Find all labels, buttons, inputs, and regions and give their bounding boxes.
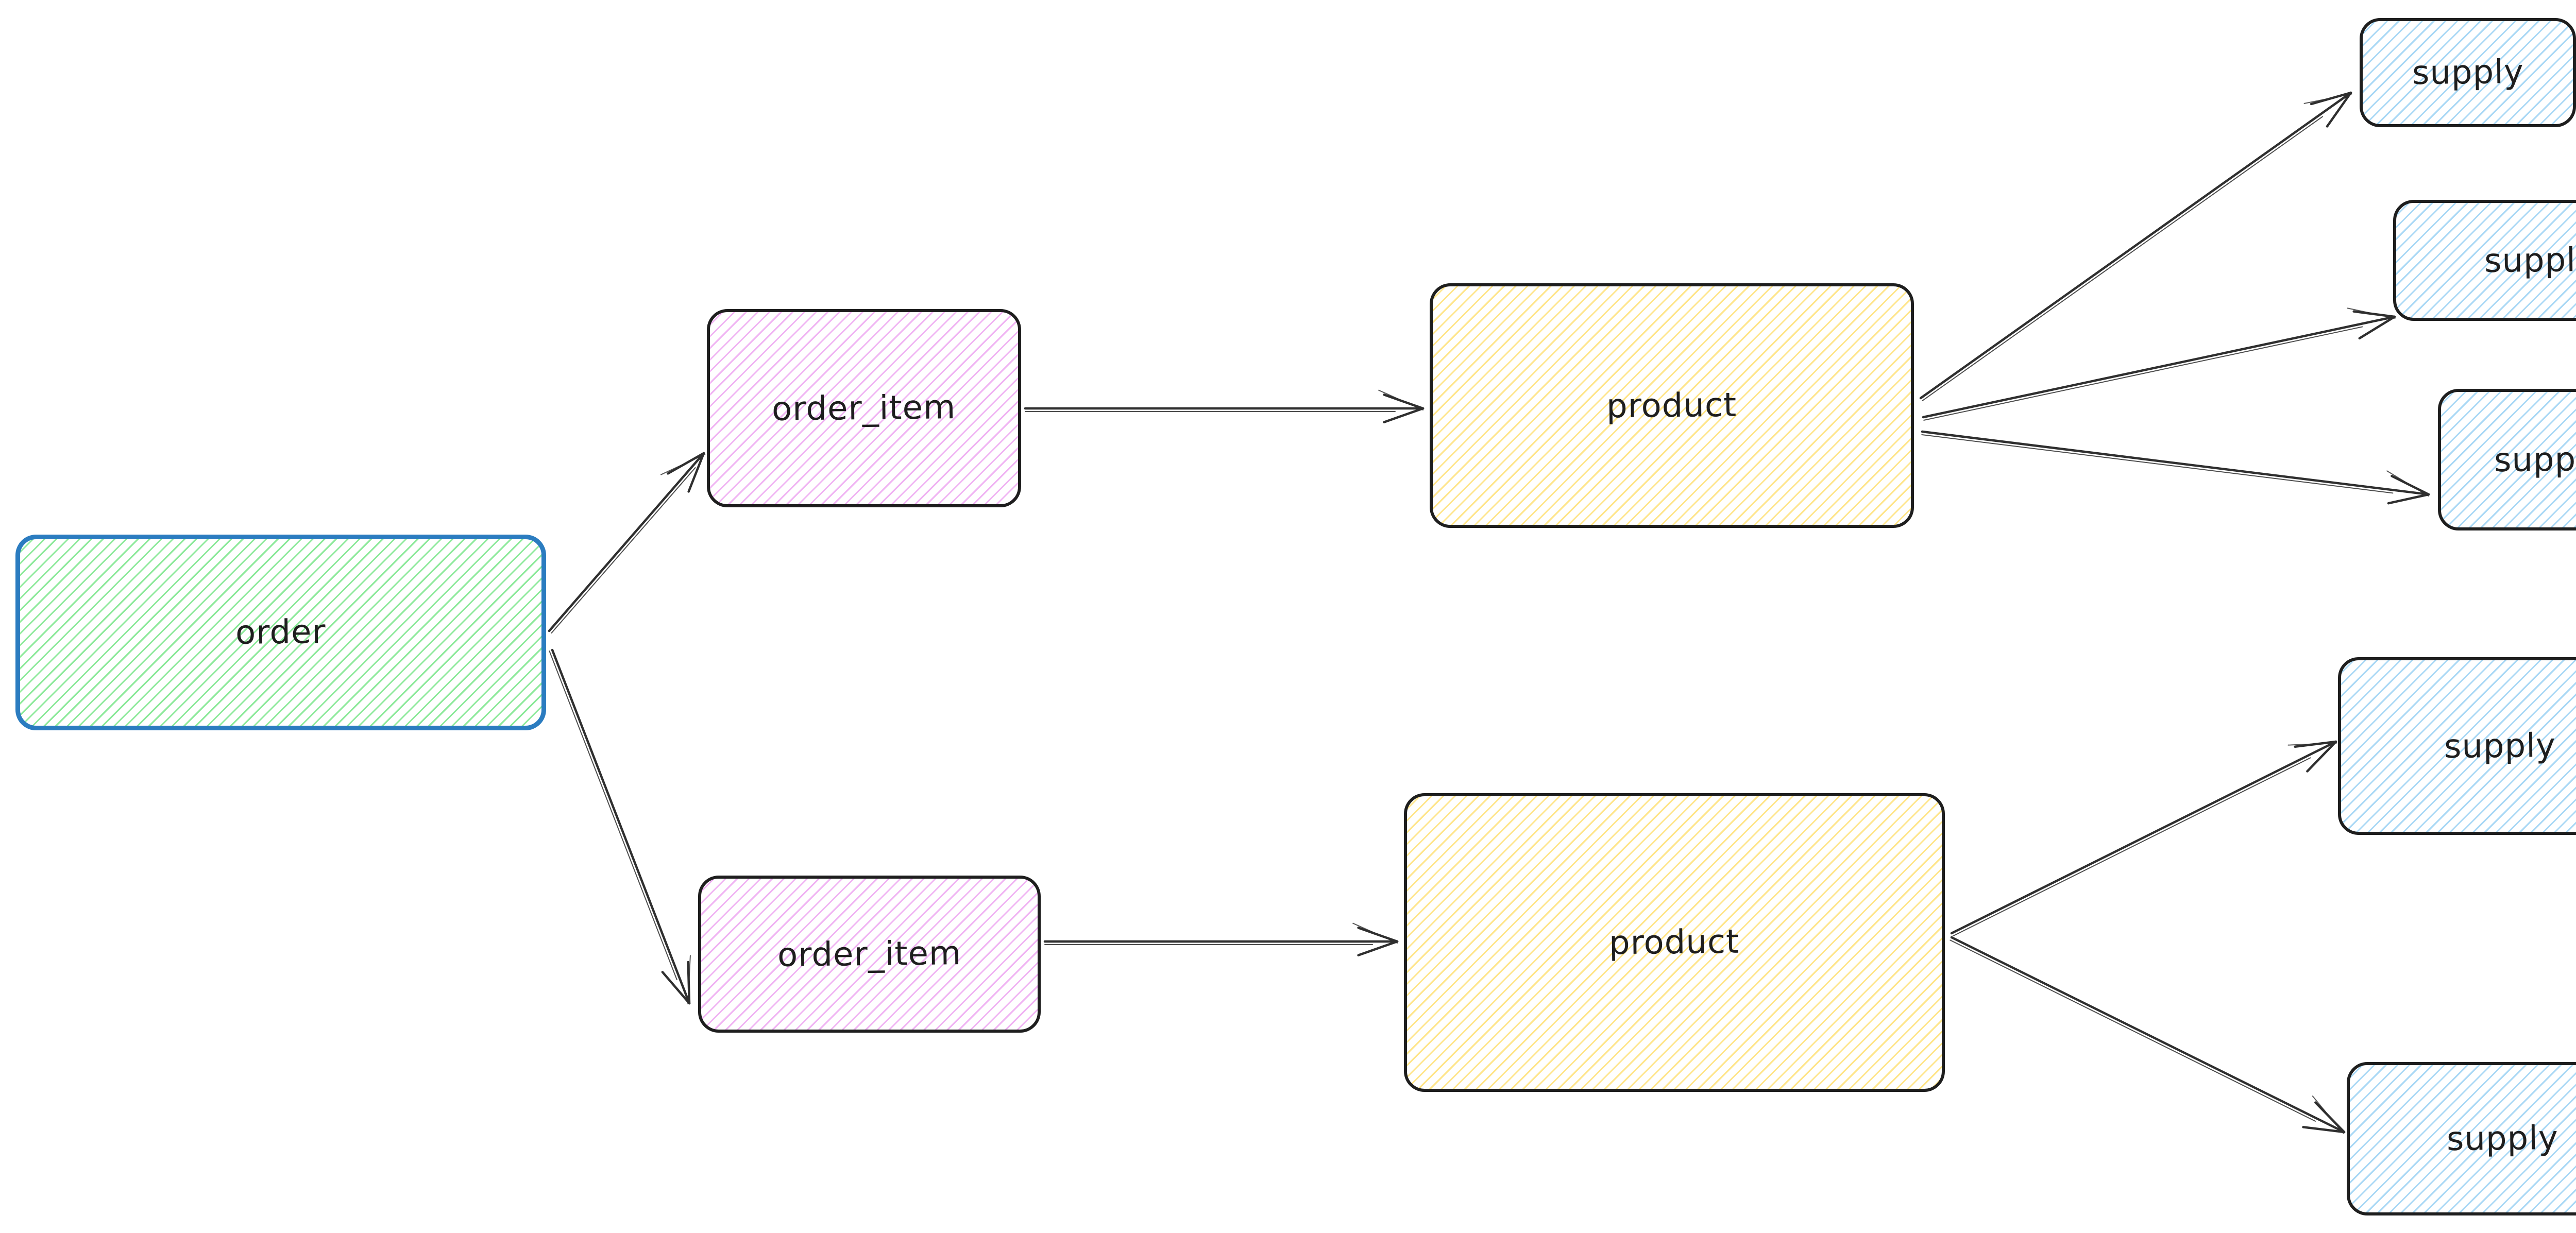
node-supply_3[interactable]: supply xyxy=(2438,389,2576,530)
node-label-supply_5: supply xyxy=(2446,1119,2559,1159)
node-product_1[interactable]: product xyxy=(1430,283,1914,528)
node-supply_5[interactable]: supply xyxy=(2347,1062,2576,1215)
edge-order_item_1-to-product_1[interactable] xyxy=(1024,389,1425,423)
edge-product_1-to-supply_1[interactable] xyxy=(1919,91,2352,401)
node-supply_4[interactable]: supply xyxy=(2338,657,2576,835)
node-label-product_2: product xyxy=(1609,922,1740,963)
node-order_item_1[interactable]: order_item xyxy=(707,309,1021,507)
node-label-order_item_2: order_item xyxy=(777,934,962,974)
node-label-supply_3: supply xyxy=(2494,440,2576,480)
edge-product_1-to-supply_2[interactable] xyxy=(1922,307,2396,421)
node-label-order: order xyxy=(235,613,327,652)
node-label-supply_4: supply xyxy=(2444,726,2556,766)
edge-order-to-order_item_2[interactable] xyxy=(549,648,691,1005)
node-order[interactable]: order xyxy=(15,535,546,730)
edge-product_2-to-supply_4[interactable] xyxy=(1950,740,2337,937)
node-order_item_2[interactable]: order_item xyxy=(698,876,1041,1033)
node-label-supply_2: supply xyxy=(2484,241,2576,280)
node-supply_1[interactable]: supply xyxy=(2360,18,2576,127)
node-label-order_item_1: order_item xyxy=(771,388,957,429)
edge-product_1-to-supply_3[interactable] xyxy=(1921,430,2430,505)
edge-order-to-order_item_1[interactable] xyxy=(548,452,706,633)
edge-product_2-to-supply_5[interactable] xyxy=(1950,936,2346,1134)
edge-order_item_2-to-product_2[interactable] xyxy=(1043,922,1399,956)
node-supply_2[interactable]: supply xyxy=(2393,200,2576,321)
node-product_2[interactable]: product xyxy=(1404,793,1945,1092)
node-label-product_1: product xyxy=(1606,386,1737,425)
node-label-supply_1: supply xyxy=(2412,53,2524,93)
